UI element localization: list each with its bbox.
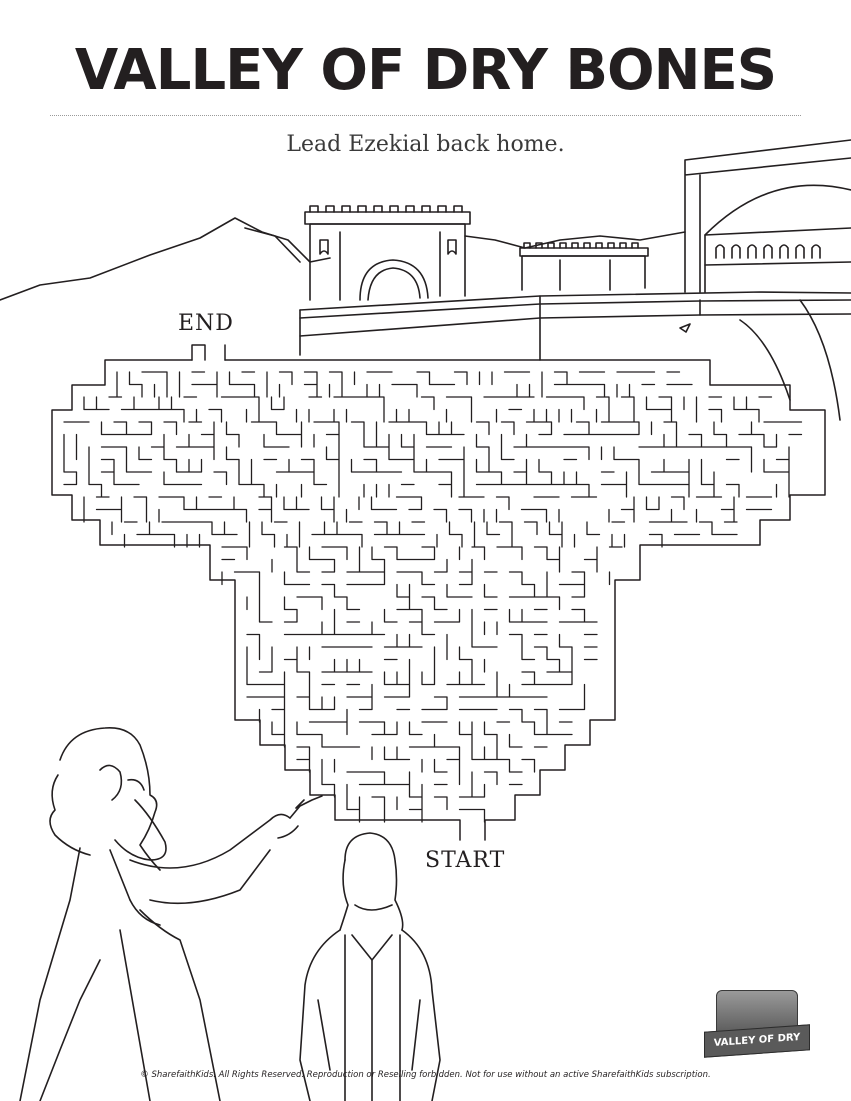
maze-start-label: START — [425, 848, 506, 873]
page-subtitle: Lead Ezekial back home. — [286, 132, 565, 157]
ezekiel-figure-icon — [19, 727, 323, 1101]
city-fortress-icon — [299, 139, 851, 421]
maze-icon — [51, 344, 826, 841]
sharefaith-badge: VALLEY OF DRY BONES — [704, 990, 810, 1071]
copyright-footer: © SharefaithKids. All Rights Reserved. R… — [140, 1070, 711, 1080]
title-divider — [50, 115, 801, 116]
mountain-range-back — [244, 227, 301, 263]
mountain-range-right — [464, 231, 686, 249]
companion-figure-icon — [299, 832, 441, 1101]
mountain-range-left — [0, 217, 331, 301]
page-title: VALLEY OF DRY BONES — [74, 38, 777, 103]
maze-end-label: END — [178, 311, 234, 336]
